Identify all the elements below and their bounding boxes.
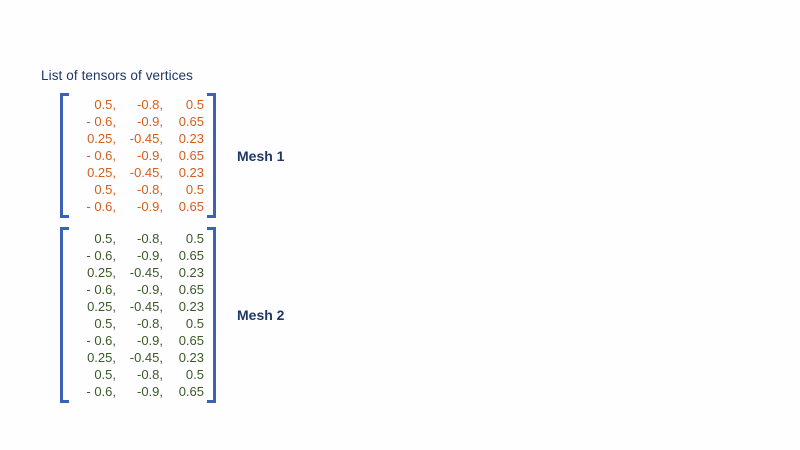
matrix-row: 0.25, -0.45, 0.23 <box>72 264 204 281</box>
matrix-cell: - 0.6, <box>86 248 116 263</box>
matrix-row: 0.25, -0.45, 0.23 <box>72 164 204 181</box>
matrix-cell: 0.23 <box>178 350 204 365</box>
matrix-cell: -0.9, <box>136 333 163 348</box>
matrix-cell: 0.5, <box>94 182 116 197</box>
matrix-cell: 0.65 <box>178 199 204 214</box>
matrix-row: 0.25, -0.45, 0.23 <box>72 349 204 366</box>
matrix-cell: 0.25, <box>87 350 116 365</box>
left-bracket-icon <box>60 227 69 403</box>
matrix-cell: -0.8, <box>136 367 163 382</box>
matrix-cell: 0.23 <box>178 165 204 180</box>
matrix-row: 0.25, -0.45, 0.23 <box>72 298 204 315</box>
matrix-row: - 0.6, -0.9, 0.65 <box>72 113 204 130</box>
matrix-row: 0.5, -0.8, 0.5 <box>72 96 204 113</box>
matrix-cell: 0.25, <box>87 265 116 280</box>
matrix-cell: -0.45, <box>129 299 163 314</box>
matrix-cell: - 0.6, <box>86 114 116 129</box>
matrix-cell: 0.5 <box>185 182 204 197</box>
matrix-cell: 0.65 <box>178 148 204 163</box>
matrix-row: 0.5, -0.8, 0.5 <box>72 230 204 247</box>
matrix-cell: -0.9, <box>136 199 163 214</box>
matrix-cell: -0.9, <box>136 114 163 129</box>
matrix-row: 0.25, -0.45, 0.23 <box>72 130 204 147</box>
matrix-cell: -0.8, <box>136 182 163 197</box>
matrix-row: - 0.6, -0.9, 0.65 <box>72 247 204 264</box>
matrix-cell: 0.5, <box>94 316 116 331</box>
right-bracket-icon <box>207 93 216 218</box>
matrix-cell: -0.9, <box>136 282 163 297</box>
right-bracket-icon <box>207 227 216 403</box>
matrix-cell: -0.45, <box>129 131 163 146</box>
mesh-label-1: Mesh 1 <box>237 147 285 164</box>
matrix-cell: 0.5, <box>94 97 116 112</box>
matrix-cell: -0.8, <box>136 316 163 331</box>
matrix-cell: 0.25, <box>87 165 116 180</box>
matrix-cell: -0.45, <box>129 265 163 280</box>
matrix-cell: 0.23 <box>178 299 204 314</box>
matrix-cell: - 0.6, <box>86 333 116 348</box>
matrix-cell: 0.65 <box>178 384 204 399</box>
matrix-cell: 0.65 <box>178 333 204 348</box>
mesh-label-2: Mesh 2 <box>237 307 285 323</box>
matrix-cell: - 0.6, <box>86 148 116 163</box>
matrix-cell: 0.23 <box>178 265 204 280</box>
page-title: List of tensors of vertices <box>41 68 194 83</box>
matrix-cell: 0.65 <box>178 248 204 263</box>
matrix-cell: 0.65 <box>178 282 204 297</box>
matrix-row: - 0.6, -0.9, 0.65 <box>72 281 204 298</box>
matrix-row: 0.5, -0.8, 0.5 <box>72 366 204 383</box>
matrix-cell: 0.5 <box>185 316 204 331</box>
matrix-cell: 0.65 <box>178 114 204 129</box>
matrix-cell: - 0.6, <box>86 199 116 214</box>
matrix-cell: 0.5 <box>185 367 204 382</box>
matrix-row: 0.5, -0.8, 0.5 <box>72 181 204 198</box>
matrix-cell: -0.45, <box>129 350 163 365</box>
matrix-row: - 0.6, -0.9, 0.65 <box>72 332 204 349</box>
matrix-cell: 0.5 <box>185 97 204 112</box>
matrix-cell: 0.23 <box>178 131 204 146</box>
matrix-cell: -0.8, <box>136 231 163 246</box>
matrix-cell: -0.8, <box>136 97 163 112</box>
left-bracket-icon <box>60 93 69 218</box>
matrix-cell: -0.9, <box>136 384 163 399</box>
matrix-cell: 0.5, <box>94 231 116 246</box>
matrix-cell: - 0.6, <box>86 384 116 399</box>
matrix-cell: - 0.6, <box>86 282 116 297</box>
matrix-cell: 0.25, <box>87 299 116 314</box>
matrix-cell: -0.9, <box>136 148 163 163</box>
matrix-cell: 0.5 <box>185 231 204 246</box>
matrix-cell: -0.45, <box>129 165 163 180</box>
matrix-row: - 0.6, -0.9, 0.65 <box>72 383 204 400</box>
matrix-row: 0.5, -0.8, 0.5 <box>72 315 204 332</box>
matrix-cell: 0.5, <box>94 367 116 382</box>
matrix-row: - 0.6, -0.9, 0.65 <box>72 198 204 215</box>
matrix-cell: 0.25, <box>87 131 116 146</box>
matrix-row: - 0.6, -0.9, 0.65 <box>72 147 204 164</box>
matrix-cell: -0.9, <box>136 248 163 263</box>
